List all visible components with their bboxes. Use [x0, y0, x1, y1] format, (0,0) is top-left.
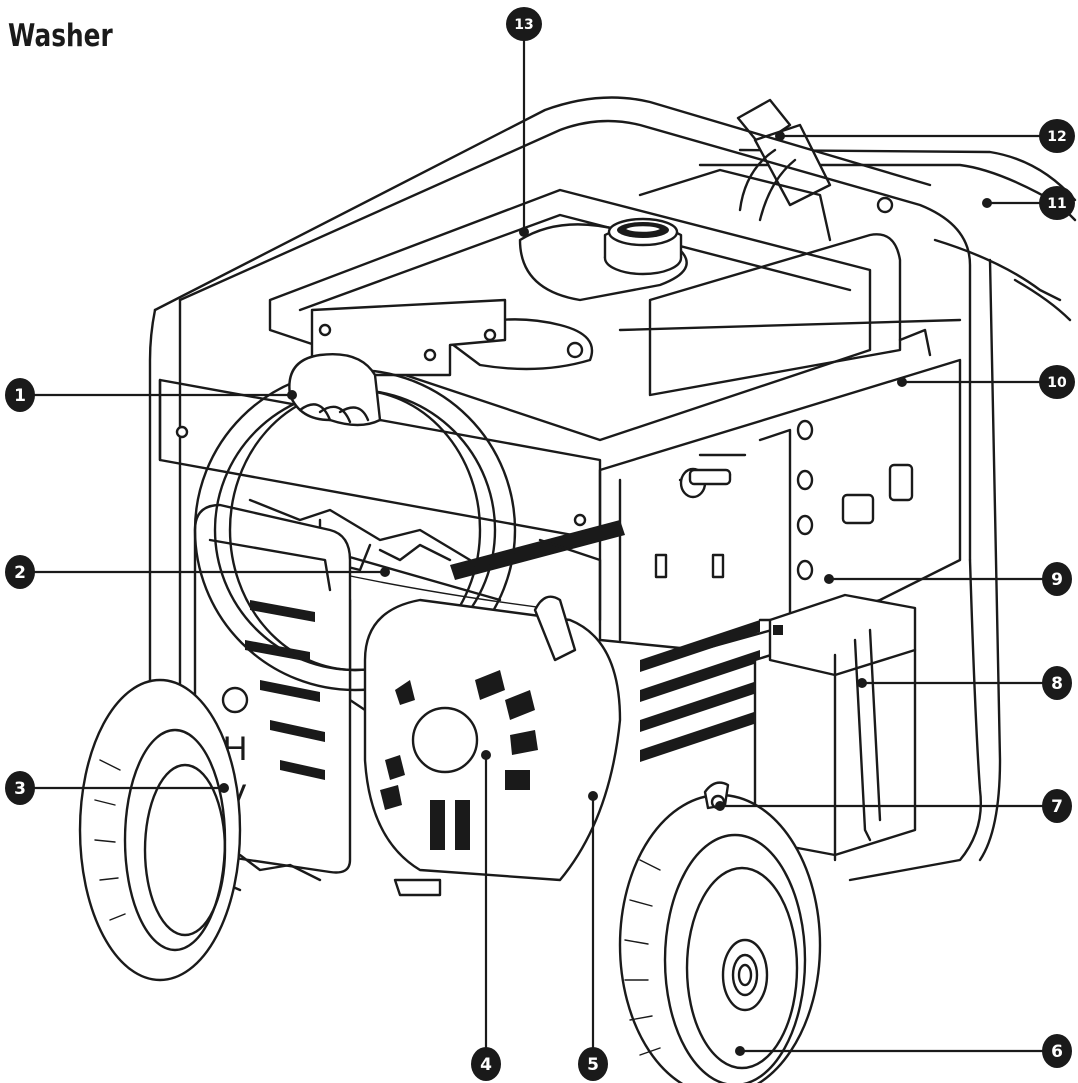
- callout-7-number: 7: [1051, 797, 1063, 817]
- hose-loop: [193, 353, 517, 692]
- callout-leaders: [20, 35, 1057, 1062]
- callout-11: 11: [1039, 186, 1075, 220]
- callout-4-number: 4: [480, 1055, 492, 1075]
- hose-outlet: [736, 98, 832, 222]
- callout-10-number: 10: [1047, 375, 1067, 391]
- fuel-cap: [603, 217, 683, 276]
- callout-6-number: 6: [1051, 1042, 1063, 1062]
- callout-9: 9: [1042, 562, 1072, 596]
- left-wheel: [78, 678, 242, 982]
- callout-4: 4: [471, 1047, 501, 1081]
- callout-2-number: 2: [14, 563, 26, 583]
- battery: [753, 593, 917, 862]
- rear-handle: [698, 148, 1077, 322]
- page-title: Washer: [8, 18, 113, 54]
- callout-6: 6: [1042, 1034, 1072, 1068]
- right-wheel: [618, 793, 822, 1083]
- callout-9-number: 9: [1051, 570, 1063, 590]
- callout-12: 12: [1039, 119, 1075, 153]
- callout-13: 13: [506, 7, 542, 41]
- callout-8: 8: [1042, 666, 1072, 700]
- callout-7: 7: [1042, 789, 1072, 823]
- callout-2: 2: [5, 555, 35, 589]
- recoil-starter: [363, 595, 622, 897]
- callout-8-number: 8: [1051, 674, 1063, 694]
- callout-1: 1: [5, 378, 35, 412]
- fuel-tank: [268, 168, 962, 442]
- control-panel: [598, 328, 962, 762]
- callout-1-number: 1: [14, 386, 26, 406]
- callout-13-number: 13: [514, 17, 533, 33]
- callout-11-number: 11: [1047, 196, 1066, 212]
- callout-3-number: 3: [14, 779, 26, 799]
- callout-3: 3: [5, 771, 35, 805]
- callout-5-number: 5: [587, 1055, 599, 1075]
- callout-12-number: 12: [1047, 129, 1066, 145]
- callout-5: 5: [578, 1047, 608, 1081]
- callout-10: 10: [1039, 365, 1075, 399]
